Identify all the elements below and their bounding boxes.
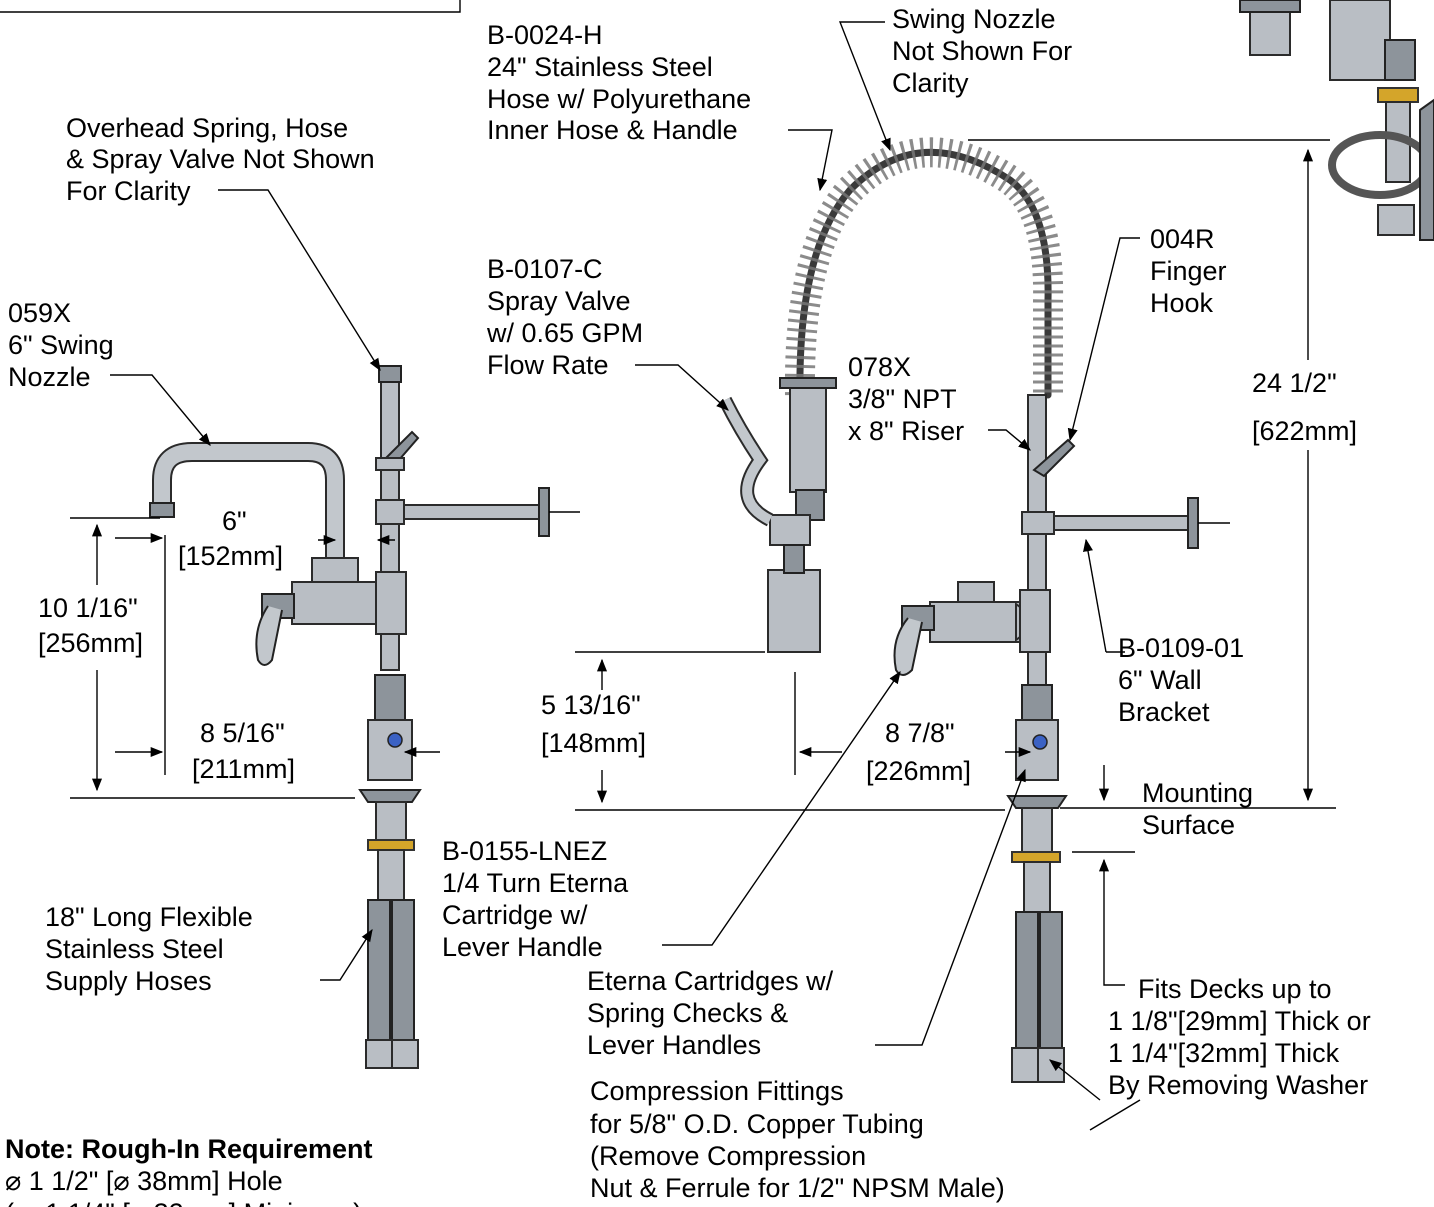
finger-hook-part-number: 004R [1150,224,1215,254]
frame-fragment [0,0,461,13]
hose-description-line1: 24" Stainless Steel [487,52,713,82]
cartridge-line1: 1/4 Turn Eterna [442,868,629,898]
supply-hose-line2: Stainless Steel [45,934,224,964]
hose-part-number: B-0024-H [487,20,603,50]
hose-description-line2: Hose w/ Polyurethane [487,84,751,114]
mounting-surface-line2: Surface [1142,810,1235,840]
spray-valve-part-number: B-0107-C [487,254,603,284]
riser-line2: x 8" Riser [848,416,964,446]
cartridge-part-number: B-0155-LNEZ [442,836,607,866]
wall-bracket-line2: Bracket [1118,697,1210,727]
overall-height-dimension: 24 1/2" [1252,368,1337,398]
cartridge-line2: Cartridge w/ [442,900,588,930]
finger-hook-line2: Hook [1150,288,1214,318]
deck-note-line2: 1 1/8"[29mm] Thick or [1108,1006,1371,1036]
hose-description-line3: Inner Hose & Handle [487,115,738,145]
compression-note-line2: for 5/8" O.D. Copper Tubing [590,1109,924,1139]
spout-width-dimension: 8 5/16" [200,718,285,748]
supply-hose-line3: Supply Hoses [45,966,212,996]
rough-in-note-title: Note: Rough-In Requirement [5,1134,372,1164]
spout-height-dimension: 10 1/16" [38,593,138,623]
isometric-preview [1239,0,1434,241]
right-wall-bracket [1053,515,1189,531]
spray-valve-line1: Spray Valve [487,286,631,316]
spout-height-metric: [256mm] [38,628,143,658]
swing-nozzle-part-number: 059X [8,298,71,328]
mounting-surface-line1: Mounting [1142,778,1253,808]
wall-bracket-line1: 6" Wall [1118,665,1202,695]
swing-hidden-line2: Not Shown For [892,36,1072,66]
cartridge-line3: Lever Handle [442,932,603,962]
rough-in-note-line1: ⌀ 1 1/2" [⌀ 38mm] Hole [5,1166,283,1196]
spout-reach-dimension: 6" [222,506,247,536]
finger-hook-line1: Finger [1150,256,1227,286]
valve-height-dimension: 5 13/16" [541,690,641,720]
compression-note-line4: Nut & Ferrule for 1/2" NPSM Male) [590,1173,1005,1203]
left-faucet-drawing [149,365,580,1069]
left-nozzle-aerator [149,502,175,518]
rough-in-note-line2: ( ⌀ 1 1/4" [⌀ 32mm] Minimum) [5,1198,362,1207]
swing-hidden-line3: Clarity [892,68,969,98]
right-faucet-drawing [718,137,1230,1083]
deck-note-line4: By Removing Washer [1108,1070,1368,1100]
wall-bracket-part-number: B-0109-01 [1118,633,1244,663]
overhead-note-line2: & Spray Valve Not Shown [66,144,375,174]
swing-nozzle-line1: 6" Swing [8,330,114,360]
spout-width-metric: [211mm] [192,754,295,784]
left-wall-bracket [403,504,540,520]
spray-valve-line2: w/ 0.65 GPM [486,318,643,348]
eterna-note-line3: Lever Handles [587,1030,761,1060]
deck-note-line1: Fits Decks up to [1138,974,1332,1004]
swing-nozzle-line2: Nozzle [8,362,91,392]
compression-note-line1: Compression Fittings [590,1076,844,1106]
leader-lines [70,21,1336,1131]
valve-width-dimension: 8 7/8" [885,718,955,748]
eterna-note-line2: Spring Checks & [587,998,788,1028]
supply-hose-line1: 18" Long Flexible [45,902,253,932]
valve-height-metric: [148mm] [541,728,646,758]
overhead-note-line3: For Clarity [66,176,191,206]
spray-valve-head [767,569,821,653]
spout-reach-metric: [152mm] [178,541,283,571]
spray-valve-body [789,381,827,493]
swing-hidden-line1: Swing Nozzle [892,4,1056,34]
valve-width-metric: [226mm] [866,756,971,786]
spray-valve-line3: Flow Rate [487,350,609,380]
overall-height-metric: [622mm] [1252,416,1357,446]
compression-note-line3: (Remove Compression [590,1141,866,1171]
eterna-note-line1: Eterna Cartridges w/ [587,966,834,996]
riser-line1: 3/8" NPT [848,384,957,414]
overhead-note-line1: Overhead Spring, Hose [66,113,348,143]
text-labels: B-0024-H 24" Stainless Steel Hose w/ Pol… [5,4,1371,1207]
riser-part-number: 078X [848,352,911,382]
deck-note-line3: 1 1/4"[32mm] Thick [1108,1038,1340,1068]
